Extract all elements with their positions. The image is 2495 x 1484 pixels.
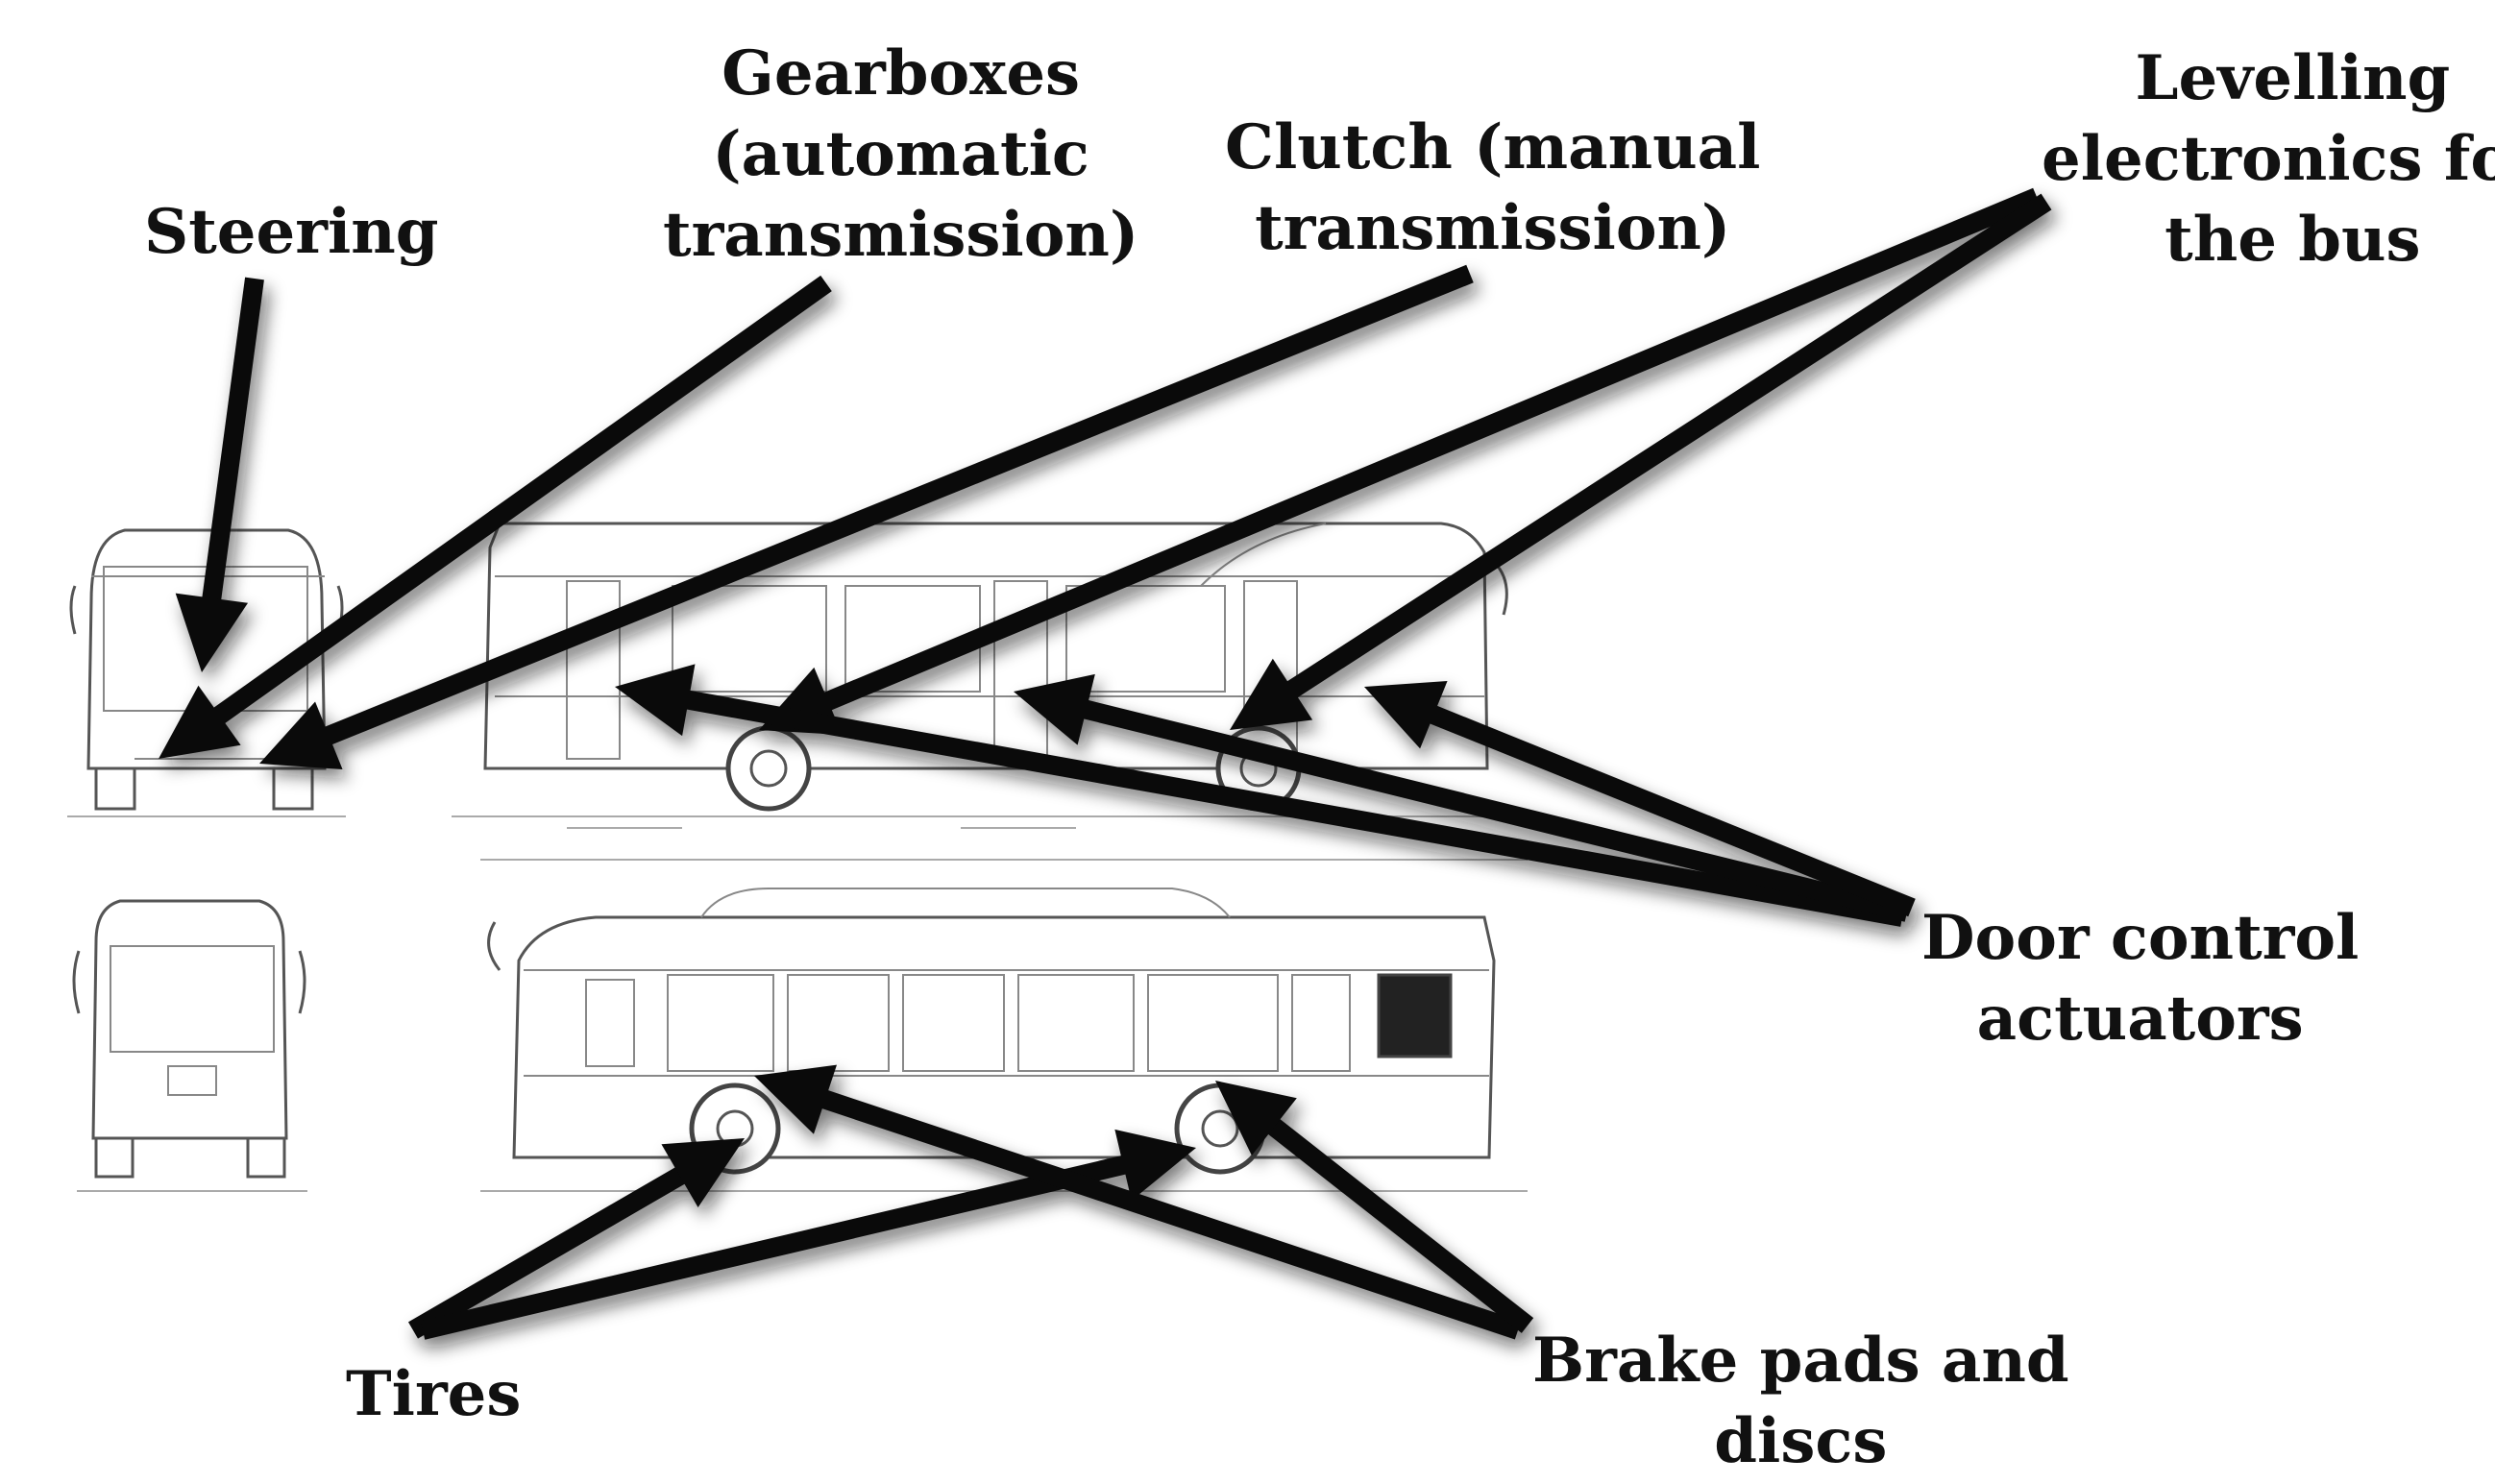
steering-label: Steering xyxy=(144,192,439,273)
levelling-arrow-1 xyxy=(759,187,2041,736)
brake-pads-arrow-2-shaft xyxy=(1265,1116,1534,1333)
door-control-arrow-2 xyxy=(1014,673,1910,922)
steering-arrow-head xyxy=(175,593,249,672)
levelling-label-line-3: the bus xyxy=(2165,204,2421,276)
levelling-arrow-2-shadow-shaft xyxy=(1289,203,2058,710)
door-control-arrow-1-head xyxy=(615,664,696,737)
tires-arrow-1-head xyxy=(661,1138,745,1207)
gearboxes-arrow-head xyxy=(159,685,241,759)
door-control-arrow-1-shaft xyxy=(683,690,1904,927)
brake-pads-arrow-2-head xyxy=(1215,1081,1297,1156)
clutch-arrow-head xyxy=(259,701,343,769)
tires-label-line-1: Tires xyxy=(346,1358,522,1430)
clutch-arrow xyxy=(259,264,1474,769)
levelling-arrow-1-shadow-shaft xyxy=(826,197,2046,721)
clutch-label: Clutch (manual transmission) xyxy=(1225,108,1760,269)
steering-label-line-1: Steering xyxy=(144,196,439,268)
tires-arrow-2-shaft xyxy=(420,1155,1130,1340)
callout-arrows xyxy=(159,187,2052,1340)
levelling-label-line-2: electronics for xyxy=(2042,123,2495,195)
clutch-arrow-shadow-shaft xyxy=(327,274,1480,756)
brake-pads-label-line-2: discs xyxy=(1714,1405,1888,1477)
door-control-arrow-3-head xyxy=(1364,680,1448,749)
brake-pads-arrow-1-head xyxy=(754,1064,838,1134)
tires-label: Tires xyxy=(346,1354,521,1435)
tires-arrow-1-shaft xyxy=(407,1165,688,1339)
levelling-label-line-1: Levelling xyxy=(2135,42,2451,114)
levelling-arrow-2 xyxy=(1230,193,2052,730)
gearboxes-label-line-1: Gearboxes xyxy=(722,37,1081,109)
gearboxes-arrow xyxy=(159,275,832,759)
brake-pads-arrow-2 xyxy=(1215,1081,1534,1333)
levelling-arrow-2-head xyxy=(1230,658,1313,730)
steering-arrow xyxy=(175,277,264,672)
clutch-label-line-1: Clutch (manual xyxy=(1225,111,1761,183)
bus-side-view-lower xyxy=(480,888,1528,1192)
door-control-label-line-1: Door control xyxy=(1921,902,2360,974)
brake-pads-label-line-1: Brake pads and xyxy=(1532,1325,2069,1397)
tires-arrow-2 xyxy=(420,1129,1196,1340)
bus-front-view-lower xyxy=(72,899,307,1192)
gearboxes-label: Gearboxes (automatic transmission) xyxy=(663,34,1138,276)
door-control-arrow-1 xyxy=(615,664,1904,927)
steering-arrow-shaft xyxy=(201,277,264,603)
clutch-arrow-shaft xyxy=(321,264,1474,746)
gearboxes-label-line-3: transmission) xyxy=(663,199,1139,271)
tires-arrow-2-shadow-shaft xyxy=(426,1164,1136,1350)
brake-pads-arrow-1 xyxy=(754,1064,1522,1340)
levelling-label: Levelling electronics for the bus xyxy=(2042,38,2495,280)
door-control-arrow-3 xyxy=(1364,680,1916,917)
door-control-label-line-2: actuators xyxy=(1976,983,2304,1055)
gearboxes-label-line-2: (automatic xyxy=(712,118,1089,190)
gearboxes-arrow-shadow-shaft xyxy=(216,284,838,736)
door-control-arrow-3-shaft xyxy=(1426,704,1916,917)
brake-pads-label: Brake pads and discs xyxy=(1532,1321,2069,1482)
door-control-arrow-2-shaft xyxy=(1080,699,1910,922)
gearboxes-arrow-shaft xyxy=(210,275,832,726)
clutch-label-line-2: transmission) xyxy=(1255,192,1731,264)
door-control-arrow-2-head xyxy=(1014,673,1095,745)
tires-arrow-2-head xyxy=(1114,1129,1196,1201)
levelling-arrow-2-shaft xyxy=(1284,193,2052,700)
levelling-arrow-1-shaft xyxy=(820,187,2041,712)
brake-pads-arrow-1-shaft xyxy=(819,1088,1522,1340)
tires-arrow-1 xyxy=(407,1138,745,1339)
door-control-label: Door control actuators xyxy=(1921,898,2359,1059)
